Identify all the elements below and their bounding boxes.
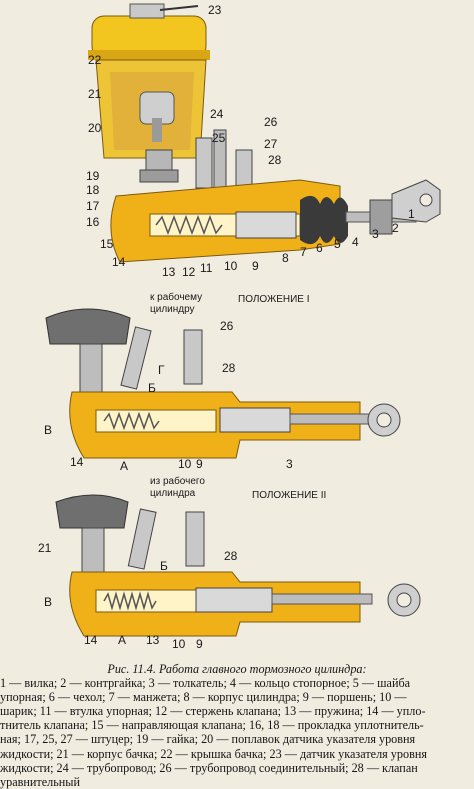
callout-12: 12: [182, 265, 196, 279]
callout-21: 21: [88, 87, 102, 101]
callout-28-b: 28: [222, 361, 236, 375]
callout-14-b: 14: [70, 455, 84, 469]
callout-9-b: 9: [196, 457, 203, 471]
callout-10: 10: [224, 259, 238, 273]
callout-13-c: 13: [146, 633, 160, 647]
note-line-2: цилиндру: [150, 304, 195, 315]
callout-23: 23: [208, 3, 222, 17]
callout-9: 9: [252, 259, 259, 273]
top-callouts: 23 22 21 20 19 18 17 16 15 14 13 12 11 1…: [86, 3, 415, 279]
callout-26: 26: [264, 115, 278, 129]
callout-20: 20: [88, 121, 102, 135]
caption-line: упорная; 6 — чехол; 7 — манжета; 8 — кор…: [0, 690, 407, 705]
callout-16: 16: [86, 215, 100, 229]
callout-7: 7: [300, 245, 307, 259]
position-one-illustration: [45, 308, 401, 459]
position-two-labels: из рабочего цилиндра ПОЛОЖЕНИЕ II 21 Б 2…: [38, 475, 326, 651]
callout-v: В: [44, 423, 52, 437]
callout-a-c: А: [118, 633, 126, 647]
callout-15: 15: [100, 237, 114, 251]
callout-25: 25: [212, 131, 226, 145]
note-line-2: цилиндра: [150, 488, 196, 499]
callout-19: 19: [86, 169, 100, 183]
position-two-title: ПОЛОЖЕНИЕ II: [252, 490, 326, 501]
callout-3-b: 3: [286, 457, 293, 471]
callout-2: 2: [392, 221, 399, 235]
callout-28: 28: [268, 153, 282, 167]
caption-line: ная; 17, 25, 27 — штуцер; 19 — гайка; 20…: [0, 732, 416, 747]
caption-line: жидкости; 21 — корпус бачка; 22 — крышка…: [0, 746, 427, 761]
callout-1: 1: [408, 207, 415, 221]
callout-v-c: В: [44, 595, 52, 609]
position-two-illustration: [55, 494, 421, 637]
callout-13: 13: [162, 265, 176, 279]
callout-3: 3: [372, 227, 379, 241]
position-one-title: ПОЛОЖЕНИЕ I: [238, 294, 310, 305]
brake-master-cylinder-figure: 23 22 21 20 19 18 17 16 15 14 13 12 11 1…: [38, 3, 441, 651]
callout-21-c: 21: [38, 541, 52, 555]
callout-14-c: 14: [84, 633, 98, 647]
callout-4: 4: [352, 235, 359, 249]
top-cutaway-illustration: [88, 3, 441, 263]
callout-28-c: 28: [224, 549, 238, 563]
caption-line: жидкости; 24 — трубопровод; 26 — трубопр…: [0, 760, 418, 775]
caption-line: уравнительный: [0, 774, 81, 789]
callout-24: 24: [210, 107, 224, 121]
note-line-1: из рабочего: [150, 475, 205, 487]
callout-17: 17: [86, 199, 100, 213]
callout-10-c: 10: [172, 637, 186, 651]
caption-line: шарик; 11 — втулка упорная; 12 — стержен…: [0, 704, 426, 719]
callout-b-c: Б: [160, 559, 168, 573]
note-line-1: к рабочему: [150, 291, 202, 303]
caption-title: Рис. 11.4. Работа главного тормозного ци…: [107, 662, 367, 676]
position-one-labels: к рабочему цилиндру ПОЛОЖЕНИЕ I 26 Г 28 …: [44, 291, 310, 473]
callout-b: Б: [148, 381, 156, 395]
figure-caption: Рис. 11.4. Работа главного тормозного ци…: [0, 662, 474, 789]
callout-14: 14: [112, 255, 126, 269]
note-to-working-cylinder: к рабочему цилиндру: [150, 291, 205, 315]
callout-a: А: [120, 459, 128, 473]
callout-9-c: 9: [196, 637, 203, 651]
callout-11: 11: [200, 261, 213, 275]
callout-10-b: 10: [178, 457, 192, 471]
callout-18: 18: [86, 183, 100, 197]
caption-line: тнитель клапана; 15 — направляющая клапа…: [0, 718, 424, 733]
callout-22: 22: [88, 53, 102, 67]
callout-6: 6: [316, 241, 323, 255]
callout-8: 8: [282, 251, 289, 265]
callout-26-b: 26: [220, 319, 234, 333]
callout-5: 5: [334, 237, 341, 251]
callout-27: 27: [264, 137, 278, 151]
note-from-working-cylinder: из рабочего цилиндра: [150, 475, 208, 499]
callout-g: Г: [158, 363, 165, 377]
caption-line: 1 — вилка; 2 — контргайка; 3 — толкатель…: [0, 676, 411, 691]
